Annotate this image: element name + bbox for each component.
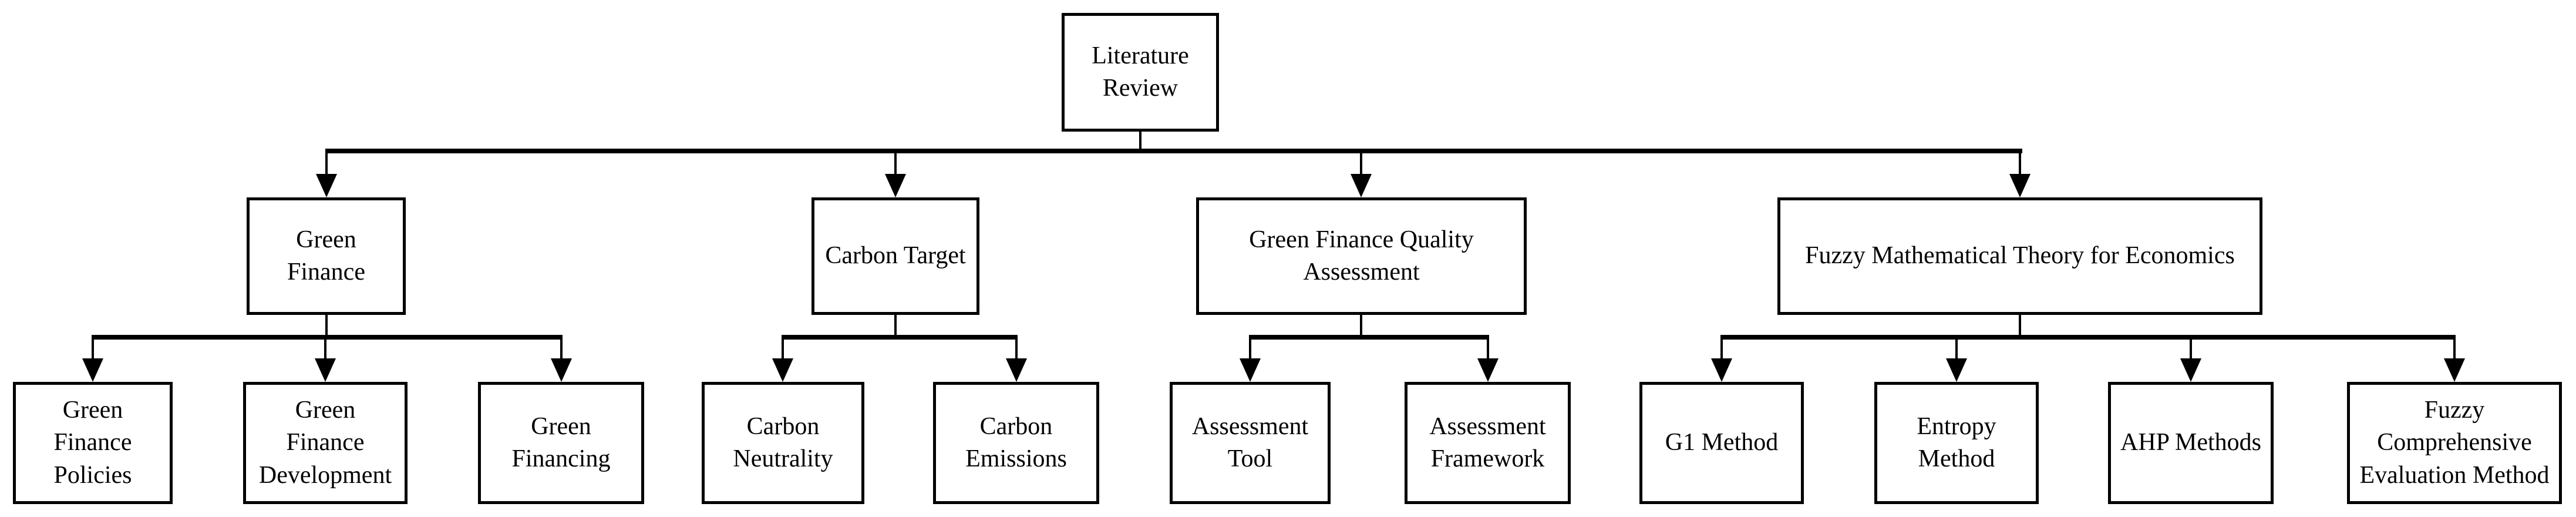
- node-label: Carbon Emissions: [965, 412, 1067, 472]
- connector-bus-fuzzy-math: [1720, 335, 2456, 340]
- node-entropy-method: Entropy Method: [1874, 382, 2039, 504]
- arrowhead-carbon-target: [885, 174, 906, 197]
- arrowhead-assessment-tool: [1240, 358, 1261, 382]
- node-carbon-target: Carbon Target: [811, 197, 979, 315]
- connector-drop-ahp-methods: [2190, 337, 2192, 361]
- connector-drop-assessment-framework: [1487, 337, 1489, 361]
- node-label: Green Finance Quality Assessment: [1249, 226, 1474, 286]
- node-fuzzy-comprehensive-evaluation-method: Fuzzy Comprehensive Evaluation Method: [2347, 382, 2562, 504]
- connector-drop-fuzzy-math: [2019, 151, 2021, 177]
- node-literature-review: Literature Review: [1062, 13, 1219, 132]
- connector-drop-assessment-tool: [1249, 337, 1251, 361]
- node-label: Green Financing: [511, 412, 611, 472]
- connector-bus-gfqa: [1249, 335, 1489, 340]
- connector-drop-carbon-target: [894, 151, 897, 177]
- arrowhead-fcem: [2444, 358, 2465, 382]
- node-label: Assessment Tool: [1191, 412, 1309, 472]
- node-assessment-tool: Assessment Tool: [1170, 382, 1331, 504]
- connector-bus-level1: [325, 149, 2022, 153]
- node-green-finance-development: Green Finance Development: [243, 382, 408, 504]
- node-green-finance-quality-assessment: Green Finance Quality Assessment: [1196, 197, 1527, 315]
- connector-root-feed: [1139, 132, 1141, 151]
- arrowhead-green-finance: [316, 174, 337, 197]
- node-fuzzy-mathematical-theory: Fuzzy Mathematical Theory for Economics: [1777, 197, 2262, 315]
- node-label: Literature Review: [1092, 42, 1189, 102]
- arrowhead-carbon-emissions: [1006, 358, 1027, 382]
- connector-drop-fcem: [2453, 337, 2456, 361]
- connector-feed-carbon-target: [894, 315, 897, 337]
- node-label: Fuzzy Mathematical Theory for Economics: [1805, 242, 2235, 270]
- node-green-finance-policies: Green Finance Policies: [13, 382, 173, 504]
- arrowhead-entropy-method: [1946, 358, 1967, 382]
- node-label: Entropy Method: [1917, 412, 1996, 472]
- node-label: Assessment Framework: [1429, 412, 1546, 472]
- connector-bus-carbon-target: [782, 335, 1018, 340]
- connector-drop-gf-policies: [92, 337, 94, 361]
- connector-feed-fuzzy-math: [2019, 315, 2021, 337]
- node-label: Carbon Target: [825, 242, 966, 270]
- connector-drop-g1-method: [1720, 337, 1723, 361]
- node-label: Carbon Neutrality: [733, 412, 833, 472]
- connector-drop-carbon-emissions: [1015, 337, 1018, 361]
- connector-drop-entropy-method: [1955, 337, 1958, 361]
- node-green-financing: Green Financing: [478, 382, 644, 504]
- node-assessment-framework: Assessment Framework: [1405, 382, 1571, 504]
- node-carbon-emissions: Carbon Emissions: [933, 382, 1099, 504]
- connector-drop-gf-development: [324, 337, 326, 361]
- arrowhead-carbon-neutrality: [772, 358, 793, 382]
- node-label: AHP Methods: [2120, 429, 2261, 456]
- node-label: Green Finance: [287, 226, 365, 286]
- node-label: Green Finance Development: [258, 396, 392, 489]
- node-ahp-methods: AHP Methods: [2108, 382, 2274, 504]
- connector-drop-green-finance: [325, 151, 328, 177]
- arrowhead-fuzzy-math: [2009, 174, 2031, 197]
- node-label: Green Finance Policies: [53, 396, 132, 489]
- arrowhead-g1-method: [1711, 358, 1732, 382]
- connector-drop-gfqa: [1360, 151, 1362, 177]
- node-g1-method: G1 Method: [1639, 382, 1804, 504]
- connector-feed-gfqa: [1360, 315, 1362, 337]
- arrowhead-gf-development: [315, 358, 336, 382]
- arrowhead-gfqa: [1351, 174, 1372, 197]
- connector-feed-green-finance: [325, 315, 328, 337]
- node-green-finance: Green Finance: [247, 197, 406, 315]
- node-carbon-neutrality: Carbon Neutrality: [702, 382, 864, 504]
- arrowhead-assessment-framework: [1477, 358, 1499, 382]
- node-label: G1 Method: [1665, 429, 1779, 456]
- arrowhead-gf-policies: [82, 358, 103, 382]
- connector-drop-green-financing: [560, 337, 563, 361]
- connector-drop-carbon-neutrality: [782, 337, 784, 361]
- arrowhead-ahp-methods: [2180, 358, 2201, 382]
- node-label: Fuzzy Comprehensive Evaluation Method: [2359, 396, 2550, 489]
- arrowhead-green-financing: [551, 358, 572, 382]
- connector-bus-green-finance: [92, 335, 563, 340]
